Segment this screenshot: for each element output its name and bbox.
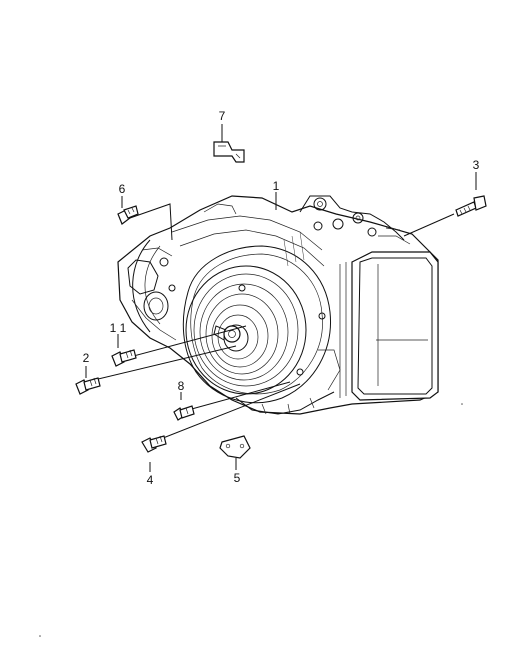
bolt-11 (111, 349, 137, 367)
bolt-4 (141, 435, 167, 453)
callout-3: 3 (473, 158, 480, 172)
speck (39, 635, 41, 637)
bolt-2 (75, 377, 101, 395)
plate-5 (219, 435, 251, 459)
bracket-7 (213, 141, 245, 163)
bolt-3 (455, 195, 487, 217)
callout-1: 1 (273, 179, 280, 193)
speck (461, 403, 463, 405)
callout-8: 8 (178, 379, 185, 393)
bolt-8 (173, 405, 195, 421)
callout-6: 6 (119, 182, 126, 196)
callout-11: 1 1 (110, 321, 127, 335)
leader-lines (85, 124, 477, 472)
bolt-6 (117, 205, 139, 225)
transaxle-assembly (117, 195, 439, 415)
callout-7: 7 (219, 109, 226, 123)
callout-4: 4 (147, 473, 154, 487)
callout-5: 5 (234, 471, 241, 485)
callout-2: 2 (83, 351, 90, 365)
